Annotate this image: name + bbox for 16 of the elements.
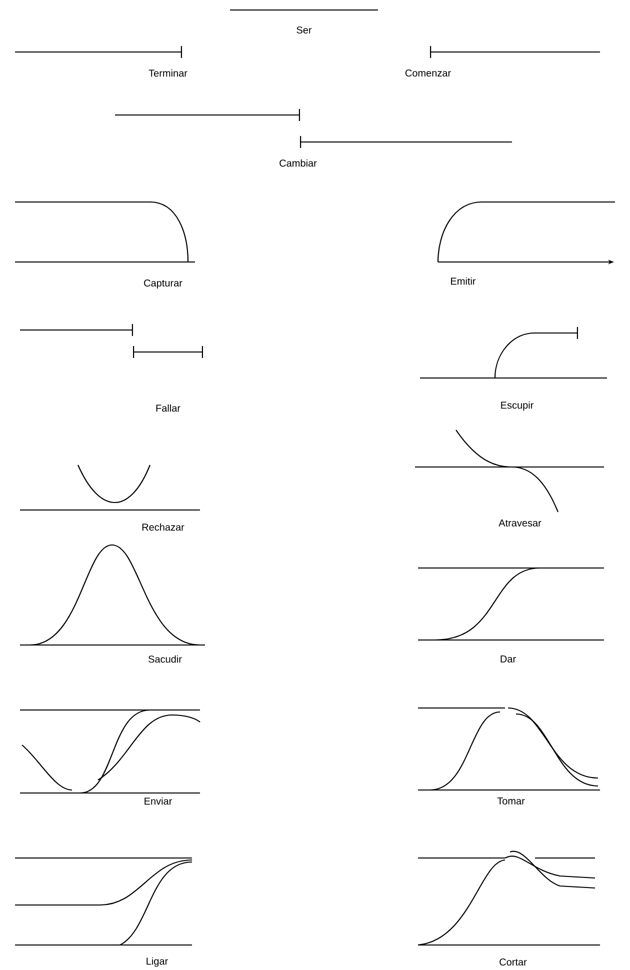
verb-label: Escupir	[501, 401, 534, 411]
verb-label: Enviar	[144, 797, 172, 805]
verb-label: Atravesar	[498, 520, 542, 526]
verb-label: Rechazar	[142, 523, 184, 531]
verb-label: Emitir	[451, 277, 476, 285]
verb-label: Ligar	[146, 957, 168, 967]
verb-label: Dar	[500, 656, 516, 662]
verb-label: Comenzar	[405, 69, 451, 77]
verb-label: Cambiar	[280, 159, 317, 167]
verb-label: Fallar	[156, 404, 180, 412]
verb-label: Tomar	[497, 798, 525, 804]
verb-label: Capturar	[144, 279, 182, 289]
verb-label: Sacudir	[148, 655, 182, 663]
verb-label: Terminar	[148, 69, 188, 77]
verb-label: Ser	[296, 26, 312, 34]
verb-label: Cortar	[500, 958, 527, 966]
